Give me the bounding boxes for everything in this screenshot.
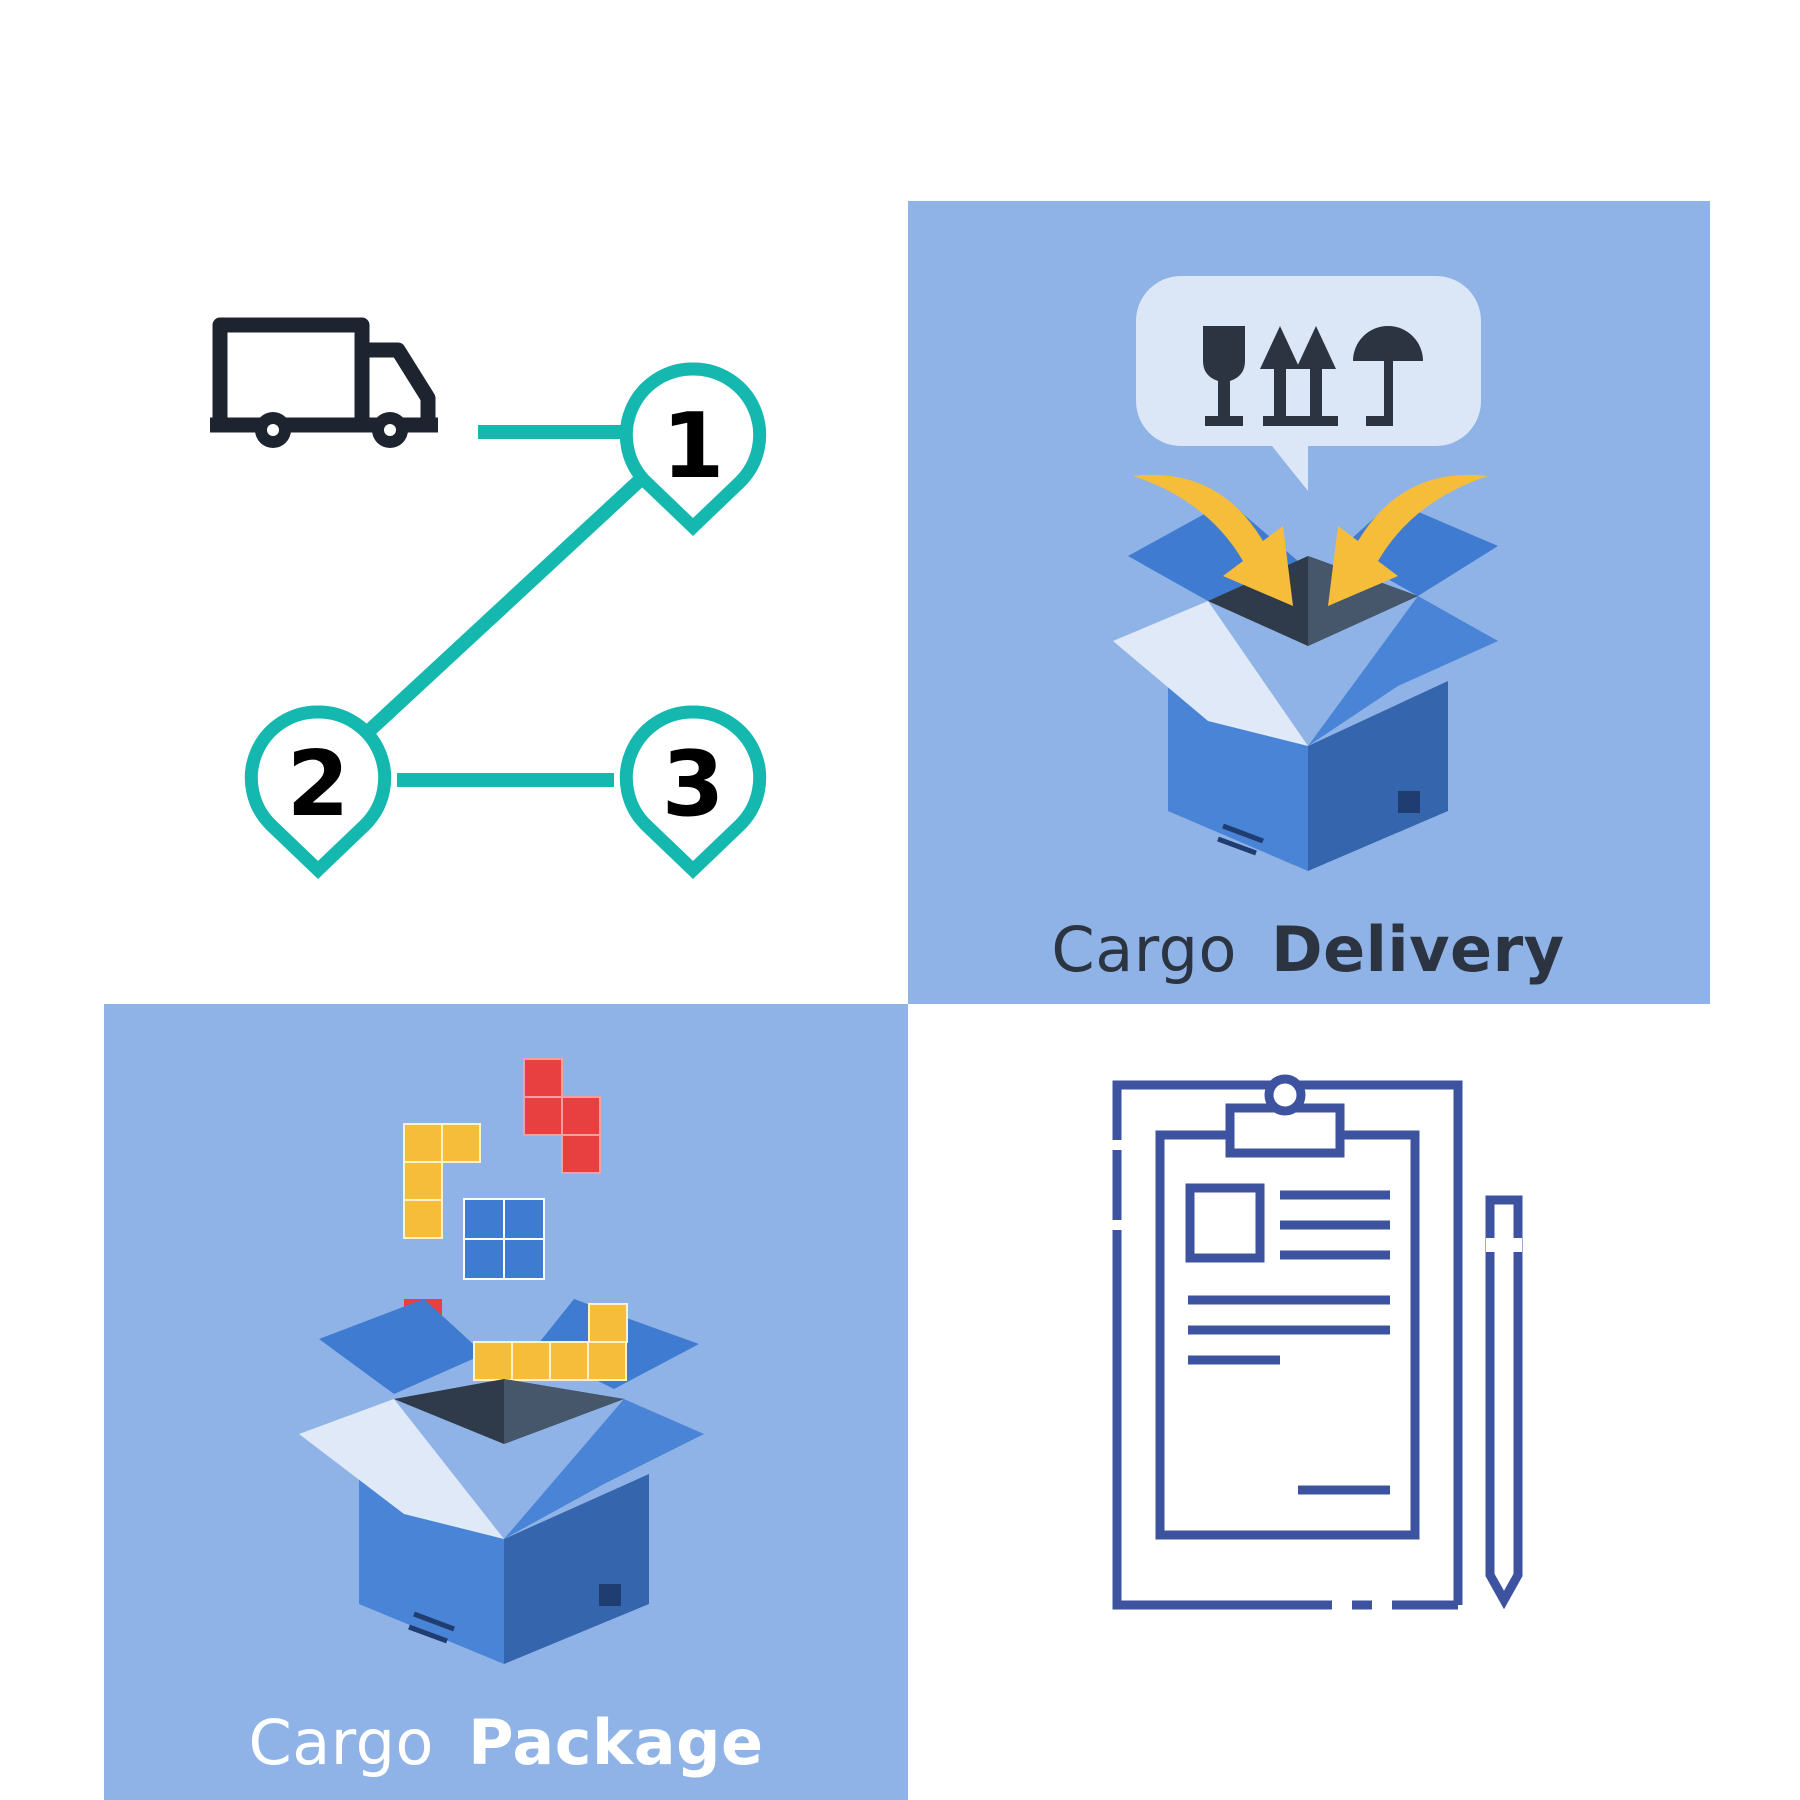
route-tile: 1 2 3 — [190, 280, 810, 920]
package-caption-bold: Package — [468, 1706, 763, 1779]
route-illustration: 1 2 3 — [210, 317, 767, 879]
cargo-package-tile: Cargo Package — [104, 1004, 908, 1800]
cargo-delivery-tile: Cargo Delivery — [908, 201, 1710, 1004]
package-caption-light: Cargo — [248, 1706, 433, 1779]
route-lines — [365, 425, 645, 787]
location-pin-icon: 1 — [619, 362, 767, 536]
tetris-block-blue — [463, 1198, 545, 1280]
delivery-caption-bold: Delivery — [1271, 913, 1564, 986]
stop-number-2: 2 — [287, 732, 350, 837]
stop-number-3: 3 — [662, 732, 725, 837]
speech-bubble — [1136, 276, 1481, 491]
cargo-delivery-illustration: Cargo Delivery — [1051, 276, 1564, 986]
cargo-package-illustration: Cargo Package — [248, 1058, 763, 1779]
svg-text:Cargo Delivery: Cargo Delivery — [1051, 913, 1564, 986]
tetris-block-red — [523, 1058, 601, 1174]
incoming-arrow-left — [1133, 474, 1293, 606]
svg-text:Cargo Package: Cargo Package — [248, 1706, 763, 1779]
stop-number-1: 1 — [662, 394, 725, 499]
tetris-block-yellow — [403, 1123, 481, 1239]
clipboard-document-icon — [1110, 1074, 1523, 1610]
location-pin-icon: 2 — [244, 705, 392, 879]
delivery-caption-light: Cargo — [1051, 913, 1236, 986]
truck-icon — [210, 317, 438, 433]
pen-icon — [1485, 1195, 1523, 1610]
document-tile — [980, 1070, 1680, 1760]
incoming-arrow-right — [1328, 474, 1488, 606]
keep-dry-umbrella-icon — [1353, 326, 1423, 426]
tetris-block-yellow-in-box — [473, 1303, 628, 1381]
this-way-up-icon — [1260, 326, 1338, 426]
location-pin-icon: 3 — [619, 705, 767, 879]
fragile-glass-icon — [1203, 326, 1245, 426]
